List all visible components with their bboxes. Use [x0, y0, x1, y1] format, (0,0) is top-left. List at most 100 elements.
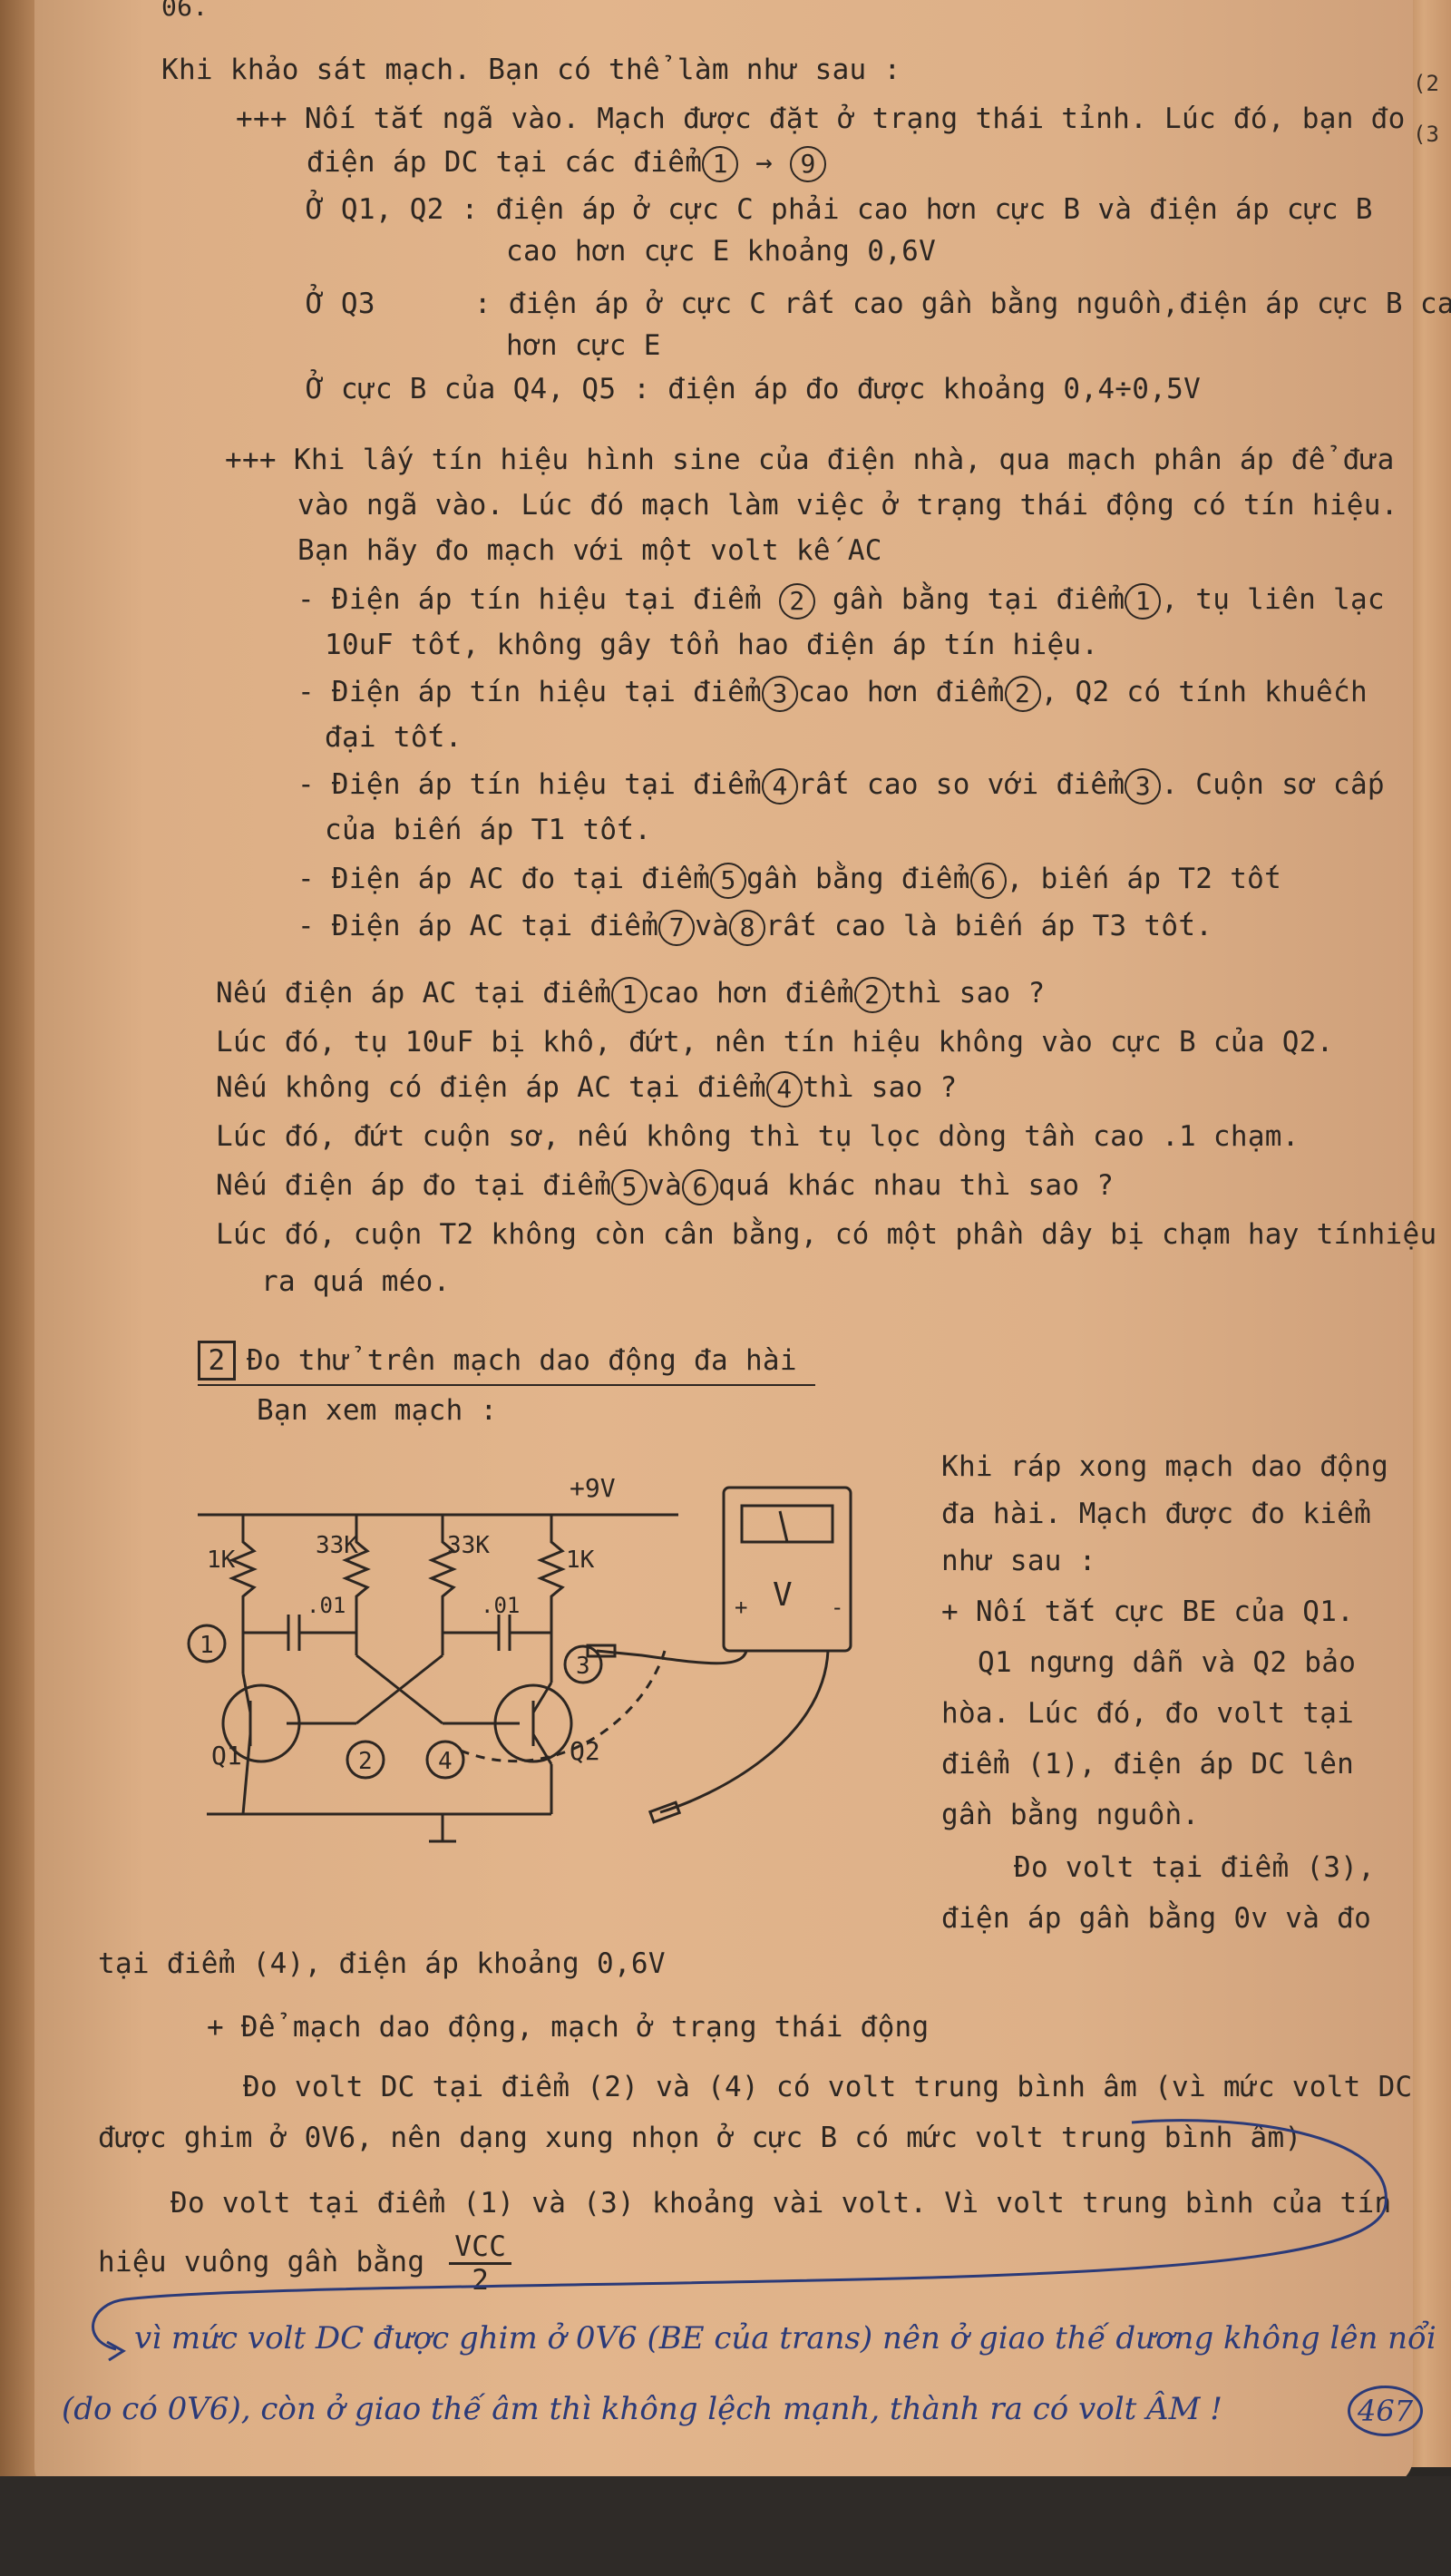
- resistor-r4: [537, 1515, 566, 1633]
- voltmeter: [722, 1486, 852, 1653]
- document-page: 06. Khi khảo sát mạch. Bạn có thể làm nh…: [34, 0, 1451, 2485]
- probe-lead-minus: [659, 1650, 830, 1814]
- body-line: tại điểm (4), điện áp khoảng 0,6V: [98, 1947, 666, 1980]
- dynamic-test-line: Bạn hãy đo mạch với một volt kế AC: [297, 534, 882, 567]
- dynamic-bullet: - Điện áp tín hiệu tại điểm 2 gần bằng t…: [297, 582, 1385, 620]
- q1-collector: [241, 1673, 252, 1713]
- point-marker: 7: [658, 909, 696, 946]
- point-marker: 2: [1004, 675, 1041, 712]
- section-title: Đo thử trên mạch dao động đa hài: [247, 1344, 797, 1377]
- q2-emitter: [531, 1733, 553, 1765]
- point-marker: 9: [790, 145, 827, 182]
- side-text-line: đa hài. Mạch được đo kiểm: [941, 1498, 1372, 1530]
- static-test-line: Ở Q1, Q2 : điện áp ở cực C phải cao hơn …: [307, 193, 1373, 226]
- dynamic-bullet: của biến áp T1 tốt.: [325, 814, 652, 846]
- point-marker: 4: [762, 767, 799, 805]
- side-text-line: + Nối tắt cực BE của Q1.: [941, 1595, 1355, 1628]
- point-marker: 5: [710, 862, 747, 899]
- body-line: hiệu vuông gần bằng VCC 2: [98, 2231, 512, 2296]
- c2-label: .01: [481, 1593, 520, 1618]
- point-marker: 6: [682, 1168, 719, 1205]
- margin-mark: (2: [1413, 71, 1439, 96]
- side-text-line: Đo volt tại điểm (3),: [1014, 1851, 1376, 1884]
- probe-path-dashed: [460, 1650, 667, 1762]
- point-marker: 3: [1125, 767, 1162, 805]
- handwritten-note: (do có 0V6), còn ở giao thế âm thì không…: [62, 2391, 1222, 2427]
- margin-mark: (3: [1413, 122, 1439, 147]
- r3-label: 33K: [447, 1532, 490, 1559]
- probe-lead-plus: [596, 1649, 748, 1665]
- qa-answer: ra quá méo.: [261, 1265, 451, 1298]
- point-marker: 3: [762, 675, 799, 712]
- handwritten-note: vì mức volt DC được ghim ở 0V6 (BE của t…: [134, 2320, 1436, 2356]
- node-3-marker: [563, 1644, 603, 1684]
- resistor-r2: [342, 1515, 371, 1655]
- side-text-line: gần bằng nguồn.: [941, 1799, 1200, 1831]
- qa-answer: Lúc đó, đứt cuộn sơ, nếu không thì tụ lọ…: [216, 1120, 1300, 1153]
- annotation-arrowhead: [106, 2340, 126, 2362]
- transistor-q1: [221, 1683, 301, 1763]
- section-number: 2: [198, 1341, 236, 1381]
- node-4-marker: [425, 1740, 465, 1780]
- static-test-line: Ở cực B của Q4, Q5 : điện áp đo được kho…: [307, 373, 1202, 405]
- resistor-r1: [229, 1515, 258, 1633]
- transistor-q2: [493, 1683, 573, 1763]
- supply-label: +9V: [570, 1473, 616, 1503]
- section-heading: 2 Đo thử trên mạch dao động đa hài: [198, 1341, 815, 1386]
- static-test-line: cao hơn cực E khoảng 0,6V: [506, 235, 937, 268]
- resistor-r3: [428, 1515, 457, 1655]
- point-marker: 5: [611, 1168, 648, 1205]
- side-text-line: Khi ráp xong mạch dao động: [941, 1450, 1389, 1483]
- q1-label: Q1: [211, 1741, 242, 1771]
- static-test-line: Ở Q3 : điện áp ở cực C rất cao gần bằng …: [307, 288, 1451, 320]
- handwritten-bracket: [92, 2119, 1388, 2362]
- node-3-label: 3: [576, 1653, 590, 1680]
- point-marker: 2: [779, 582, 815, 620]
- side-text-line: như sau :: [941, 1545, 1096, 1577]
- cross-coupling-wire: [355, 1654, 443, 1725]
- body-line: Đo volt tại điểm (1) và (3) khoảng vài v…: [170, 2187, 1392, 2220]
- point-marker: 1: [702, 145, 739, 182]
- side-text-line: Q1 ngưng dẫn và Q2 bảo: [978, 1646, 1357, 1679]
- body-line: Đo volt DC tại điểm (2) và (4) có volt t…: [243, 2071, 1413, 2103]
- page-label: 06.: [161, 0, 209, 22]
- qa-answer: Lúc đó, cuộn T2 không còn cân bằng, có m…: [216, 1218, 1437, 1251]
- c1-label: .01: [307, 1593, 346, 1618]
- annotation-arrow: [92, 2119, 1388, 2351]
- voltmeter-label: V: [773, 1576, 793, 1614]
- q2-label: Q2: [570, 1736, 600, 1766]
- side-text-line: điện áp gần bằng 0v và đo: [941, 1902, 1372, 1935]
- body-line: + Để mạch dao động, mạch ở trạng thái độ…: [207, 2011, 930, 2044]
- r4-label: 1K: [566, 1547, 595, 1574]
- point-marker: 2: [853, 976, 891, 1013]
- node-2-label: 2: [358, 1748, 373, 1775]
- node-1-label: 1: [200, 1632, 214, 1659]
- node-2-marker: [346, 1740, 385, 1780]
- r1-label: 1K: [207, 1547, 236, 1574]
- dynamic-bullet: 10uF tốt, không gây tổn hao điện áp tín …: [325, 629, 1099, 661]
- r2-label: 33K: [316, 1532, 358, 1559]
- intro-line: Khi khảo sát mạch. Bạn có thể làm như sa…: [161, 54, 901, 86]
- node-4-label: 4: [438, 1748, 453, 1775]
- body-line: được ghim ở 0V6, nên dạng xung nhọn ở cự…: [98, 2122, 1302, 2154]
- section-subtitle: Bạn xem mạch :: [257, 1394, 498, 1427]
- meter-plus-label: +: [735, 1595, 747, 1620]
- table-surface: [0, 2476, 1451, 2576]
- dynamic-test-line: vào ngã vào. Lúc đó mạch làm việc ở trạn…: [297, 489, 1398, 522]
- point-marker: 6: [969, 862, 1007, 899]
- page-number: 467: [1348, 2386, 1424, 2436]
- voltmeter-needle: [778, 1510, 789, 1543]
- q2-collector: [531, 1682, 553, 1713]
- dynamic-bullet: đại tốt.: [325, 721, 463, 754]
- point-marker: 4: [765, 1070, 803, 1107]
- point-marker: 8: [729, 909, 766, 946]
- point-marker: 1: [611, 976, 648, 1013]
